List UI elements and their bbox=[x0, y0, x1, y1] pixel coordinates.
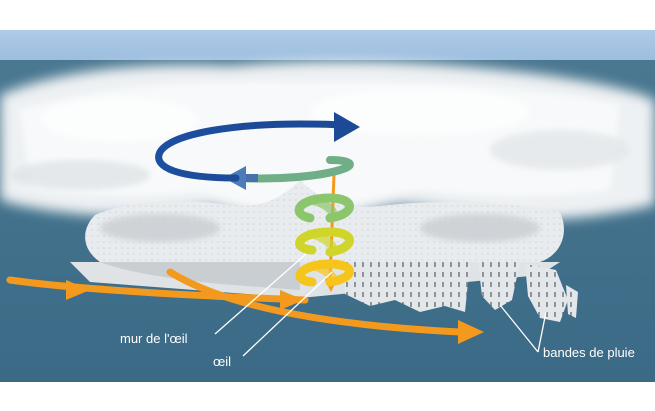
label-eyewall: mur de l'œil bbox=[120, 331, 188, 346]
label-eye: œil bbox=[213, 354, 231, 369]
top-white-margin bbox=[0, 0, 655, 30]
bottom-white-margin bbox=[0, 382, 655, 411]
sky bbox=[0, 30, 655, 60]
label-rainbands: bandes de pluie bbox=[543, 345, 635, 360]
